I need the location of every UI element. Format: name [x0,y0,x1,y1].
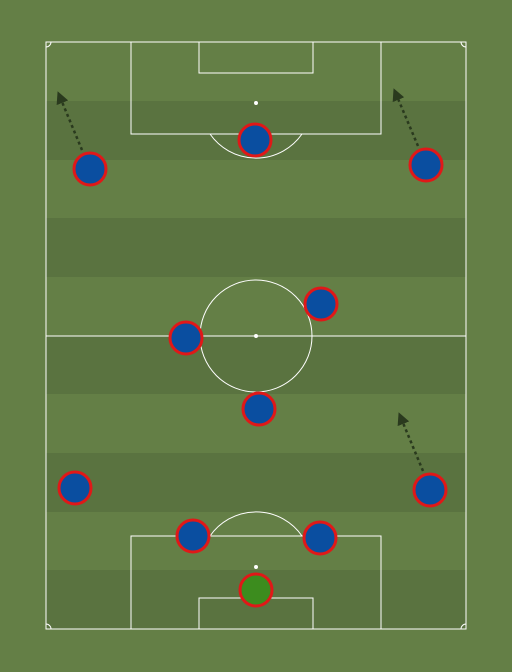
grass-stripe-4 [46,453,466,512]
player-marker-right-back[interactable] [412,472,448,508]
top-penalty-arc [209,133,303,159]
corner-arc-bottom-left [45,623,52,630]
player-marker-central-midfielder-right[interactable] [303,286,339,322]
player-marker-center-back-left[interactable] [175,518,211,554]
center-spot [254,334,258,338]
grass-stripe-3 [46,336,466,394]
player-marker-center-back-right[interactable] [302,520,338,556]
player-marker-left-winger[interactable] [72,151,108,187]
player-marker-left-back[interactable] [57,470,93,506]
players-layer [57,122,448,608]
player-marker-goalkeeper[interactable] [238,572,274,608]
player-marker-central-midfielder-left[interactable] [168,320,204,356]
top-goal-area [198,41,314,74]
player-marker-striker[interactable] [237,122,273,158]
player-marker-right-winger[interactable] [408,147,444,183]
top-penalty-spot [254,101,258,105]
corner-arc-top-right [460,41,467,48]
bottom-penalty-spot [254,565,258,569]
bottom-penalty-arc [209,511,303,537]
corner-arc-top-left [45,41,52,48]
player-marker-defensive-midfielder[interactable] [241,391,277,427]
corner-arc-bottom-right [460,623,467,630]
grass-stripe-2 [46,218,466,277]
pitch-markings [45,41,467,630]
